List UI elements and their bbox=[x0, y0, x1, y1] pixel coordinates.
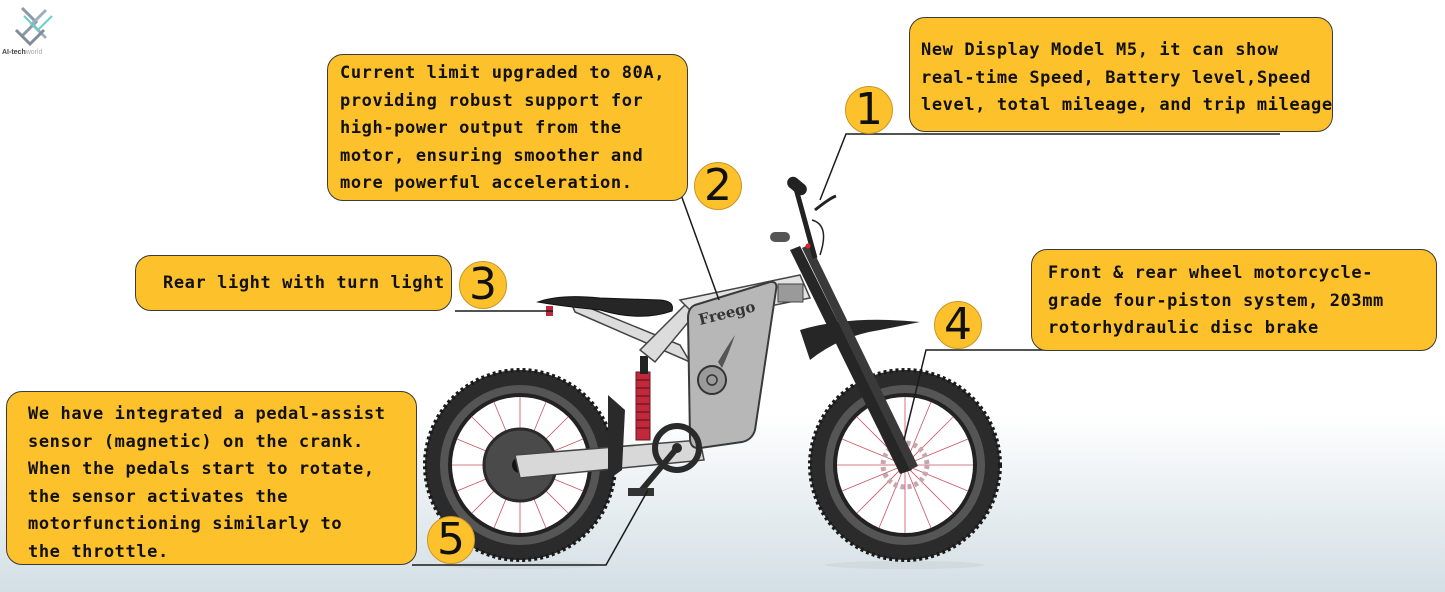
callout-display: New Display Model M5, it can show real-t… bbox=[909, 17, 1333, 132]
callout-text-line: sensor (magnetic) on the crank. bbox=[28, 431, 364, 452]
callout-text-line: Rear light with turn light bbox=[163, 273, 445, 293]
callout-badge-5: 5 bbox=[427, 516, 475, 564]
callout-text-line: Front & rear wheel motorcycle- bbox=[1048, 263, 1374, 283]
callout-text-line: motor, ensuring smoother and bbox=[340, 145, 644, 166]
callout-text-line: grade four-piston system, 203mm bbox=[1048, 290, 1384, 311]
callout-text-line: the throttle. bbox=[28, 541, 169, 562]
callout-text-line: Current limit upgraded to 80A, bbox=[340, 63, 666, 83]
callout-text-line: providing robust support for bbox=[340, 90, 644, 111]
callout-text-line: When the pedals start to rotate, bbox=[28, 459, 375, 479]
logo-text: AI-techworld bbox=[2, 49, 43, 56]
callout-rear-light: Rear light with turn light bbox=[135, 255, 452, 311]
callout-text-line: level, total mileage, and trip mileage bbox=[921, 95, 1333, 115]
callout-badge-2: 2 bbox=[694, 162, 742, 210]
callout-text-line: New Display Model M5, it can show bbox=[921, 40, 1279, 60]
callout-text-line: the sensor activates the bbox=[28, 486, 289, 507]
callout-badge-1: 1 bbox=[845, 86, 893, 134]
callout-text-line: high-power output from the bbox=[340, 118, 622, 138]
callout-text-line: motorfunctioning similarly to bbox=[28, 514, 343, 534]
callout-controller: Current limit upgraded to 80A, providing… bbox=[327, 54, 688, 201]
callout-text-line: We have integrated a pedal-assist bbox=[28, 404, 386, 424]
callout-text-line: more powerful acceleration. bbox=[340, 173, 633, 193]
connector-lines bbox=[412, 133, 1280, 566]
callout-brakes: Front & rear wheel motorcycle- grade fou… bbox=[1031, 249, 1437, 351]
callout-badge-3: 3 bbox=[459, 261, 507, 309]
callout-text-line: real-time Speed, Battery level,Speed bbox=[921, 67, 1312, 88]
callout-badge-4: 4 bbox=[934, 301, 982, 349]
ai-techworld-logo-icon bbox=[14, 6, 53, 47]
callout-pedal-assist: We have integrated a pedal-assist sensor… bbox=[6, 391, 417, 565]
callout-text-line: rotorhydraulic disc brake bbox=[1048, 318, 1319, 338]
